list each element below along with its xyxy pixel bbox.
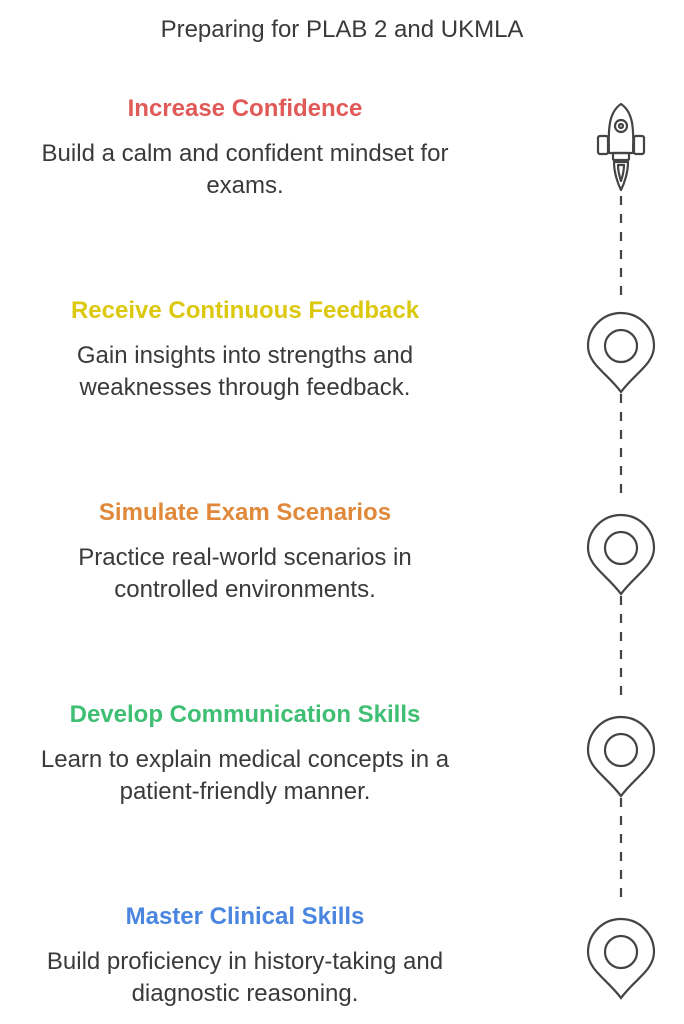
step-description: Build proficiency in history-taking and … (46, 948, 444, 1007)
step-description: Build a calm and confident mindset for e… (41, 140, 449, 199)
step-title: Increase Confidence (127, 95, 363, 122)
step-title: Simulate Exam Scenarios (98, 499, 392, 526)
step-develop-communication-skills: Develop Communication Skills Learn to ex… (10, 700, 480, 808)
step-title: Master Clinical Skills (125, 903, 365, 930)
step-title: Receive Continuous Feedback (70, 297, 420, 324)
page-title: Preparing for PLAB 2 and UKMLA (160, 16, 524, 43)
step-master-clinical-skills: Master Clinical Skills Build proficiency… (10, 902, 480, 1010)
map-pin-icon (586, 917, 656, 1000)
step-description: Learn to explain medical concepts in a p… (40, 746, 450, 805)
step-title: Develop Communication Skills (69, 701, 421, 728)
map-pin-icon (586, 715, 656, 798)
step-receive-continuous-feedback: Receive Continuous Feedback Gain insight… (10, 296, 480, 404)
map-pin-icon (586, 513, 656, 596)
map-pin-icon (586, 311, 656, 394)
step-simulate-exam-scenarios: Simulate Exam Scenarios Practice real-wo… (10, 498, 480, 606)
step-increase-confidence: Increase Confidence Build a calm and con… (10, 94, 480, 202)
step-description: Gain insights into strengths and weaknes… (76, 342, 414, 401)
rocket-icon (596, 102, 646, 192)
step-description: Practice real-world scenarios in control… (78, 544, 412, 603)
